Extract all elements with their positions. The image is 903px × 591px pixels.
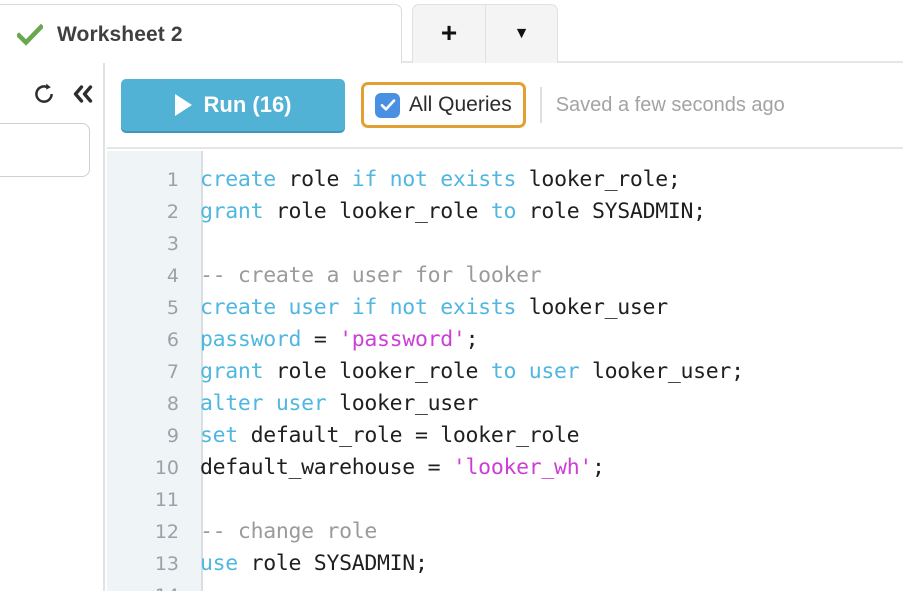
- code-line[interactable]: 13 use role SYSADMIN;: [107, 548, 903, 580]
- code-token: role looker_role: [275, 199, 491, 224]
- code-token: looker_user;: [591, 359, 744, 384]
- checkbox-box: [375, 92, 400, 118]
- line-number: 7: [166, 361, 179, 383]
- code-line[interactable]: 1 create role if not exists looker_role;: [107, 164, 903, 196]
- code-token: if not exists: [351, 167, 529, 192]
- code-line[interactable]: 14: [107, 580, 903, 591]
- code-line[interactable]: 2 grant role looker_role to role SYSADMIN…: [107, 196, 903, 228]
- chevron-down-icon: ▼: [513, 25, 530, 42]
- code-token: grant: [200, 199, 276, 224]
- code-token: grant: [200, 359, 276, 384]
- code-token: =: [313, 327, 340, 352]
- line-number: 3: [166, 233, 179, 255]
- code-token: ;: [465, 327, 479, 352]
- code-text[interactable]: alter user looker_user: [191, 388, 478, 420]
- refresh-button[interactable]: [32, 82, 56, 106]
- code-text[interactable]: grant role looker_role to role SYSADMIN;: [191, 196, 706, 228]
- code-text[interactable]: create role if not exists looker_role;: [191, 164, 681, 196]
- code-token: 'password': [339, 327, 466, 352]
- code-line[interactable]: 5 create user if not exists looker_user: [107, 292, 903, 324]
- code-text[interactable]: password = 'password';: [191, 324, 479, 356]
- code-token: role SYSADMIN;: [528, 199, 706, 224]
- code-text[interactable]: set default_role = looker_role: [191, 420, 580, 452]
- run-button[interactable]: Run (16): [121, 79, 345, 131]
- code-token: ;: [591, 455, 605, 480]
- run-button-label: Run (16): [203, 92, 292, 117]
- double-chevron-left-icon: [73, 85, 93, 103]
- code-text[interactable]: -- create a user for looker: [191, 260, 542, 292]
- left-panel-filter-input[interactable]: [0, 123, 90, 177]
- editor-gutter: [107, 151, 203, 591]
- line-number: 13: [154, 553, 179, 575]
- code-text[interactable]: -- change role: [191, 516, 377, 548]
- line-number: 9: [166, 425, 179, 447]
- code-token: role SYSADMIN;: [250, 551, 428, 576]
- toolbar-divider: [539, 87, 542, 123]
- code-token: -- change role: [200, 519, 378, 544]
- code-token: to user: [490, 359, 592, 384]
- code-token: looker_user: [528, 295, 668, 320]
- left-panel-toolbar: [32, 82, 95, 106]
- code-line[interactable]: 3: [107, 228, 903, 260]
- line-number: 6: [166, 329, 179, 351]
- code-text[interactable]: use role SYSADMIN;: [191, 548, 428, 580]
- code-token: password: [200, 327, 314, 352]
- plus-icon: +: [440, 17, 458, 48]
- code-line[interactable]: 11: [107, 484, 903, 516]
- tab-actions-group: + ▼: [412, 4, 558, 63]
- line-number: 1: [166, 169, 179, 191]
- line-number: 11: [154, 489, 179, 511]
- tab-label: Worksheet 2: [57, 23, 183, 46]
- code-text[interactable]: create user if not exists looker_user: [191, 292, 668, 324]
- code-token: default_warehouse =: [200, 455, 453, 480]
- code-token: role: [288, 167, 352, 192]
- code-token: role looker_role: [275, 359, 491, 384]
- left-panel: [0, 63, 105, 591]
- checkmark-icon: [380, 99, 395, 111]
- editor-toolbar: Run (16) All Queries Saved a few seconds…: [107, 63, 903, 149]
- code-token: 'looker_wh': [452, 455, 592, 480]
- saved-status: Saved a few seconds ago: [555, 93, 785, 116]
- code-text[interactable]: default_warehouse = 'looker_wh';: [191, 452, 605, 484]
- all-queries-checkbox[interactable]: All Queries: [361, 82, 526, 128]
- line-number: 8: [166, 393, 179, 415]
- code-token: create: [200, 167, 289, 192]
- code-line[interactable]: 9 set default_role = looker_role: [107, 420, 903, 452]
- tab-worksheet-2[interactable]: Worksheet 2: [0, 4, 402, 65]
- line-number: 10: [154, 457, 179, 479]
- code-line[interactable]: 7 grant role looker_role to user looker_u…: [107, 356, 903, 388]
- code-token: looker_role;: [528, 167, 681, 192]
- add-worksheet-button[interactable]: +: [412, 4, 485, 63]
- code-token: use: [200, 551, 251, 576]
- code-token: default_role = looker_role: [250, 423, 580, 448]
- check-icon: [17, 24, 43, 46]
- play-icon: [174, 94, 192, 116]
- code-line[interactable]: 12 -- change role: [107, 516, 903, 548]
- all-queries-label: All Queries: [409, 93, 512, 116]
- refresh-icon: [35, 83, 53, 103]
- code-line[interactable]: 4 -- create a user for looker: [107, 260, 903, 292]
- code-line[interactable]: 10 default_warehouse = 'looker_wh';: [107, 452, 903, 484]
- line-number: 14: [107, 585, 191, 591]
- code-token: create user if not exists: [200, 295, 529, 320]
- code-text[interactable]: grant role looker_role to user looker_us…: [191, 356, 744, 388]
- collapse-panel-button[interactable]: [71, 82, 95, 106]
- line-number: 2: [166, 201, 179, 223]
- code-line[interactable]: 8 alter user looker_user: [107, 388, 903, 420]
- line-number: 12: [154, 521, 179, 543]
- code-token: -- create a user for looker: [200, 263, 542, 288]
- code-token: looker_user: [339, 391, 479, 416]
- worksheet-menu-button[interactable]: ▼: [485, 4, 558, 63]
- line-number: 4: [166, 265, 179, 287]
- code-token: to: [490, 199, 529, 224]
- code-token: set: [200, 423, 251, 448]
- code-line[interactable]: 6 password = 'password';: [107, 324, 903, 356]
- tab-bar: Worksheet 2 + ▼: [0, 0, 903, 65]
- code-token: alter user: [200, 391, 340, 416]
- line-number: 5: [166, 297, 179, 319]
